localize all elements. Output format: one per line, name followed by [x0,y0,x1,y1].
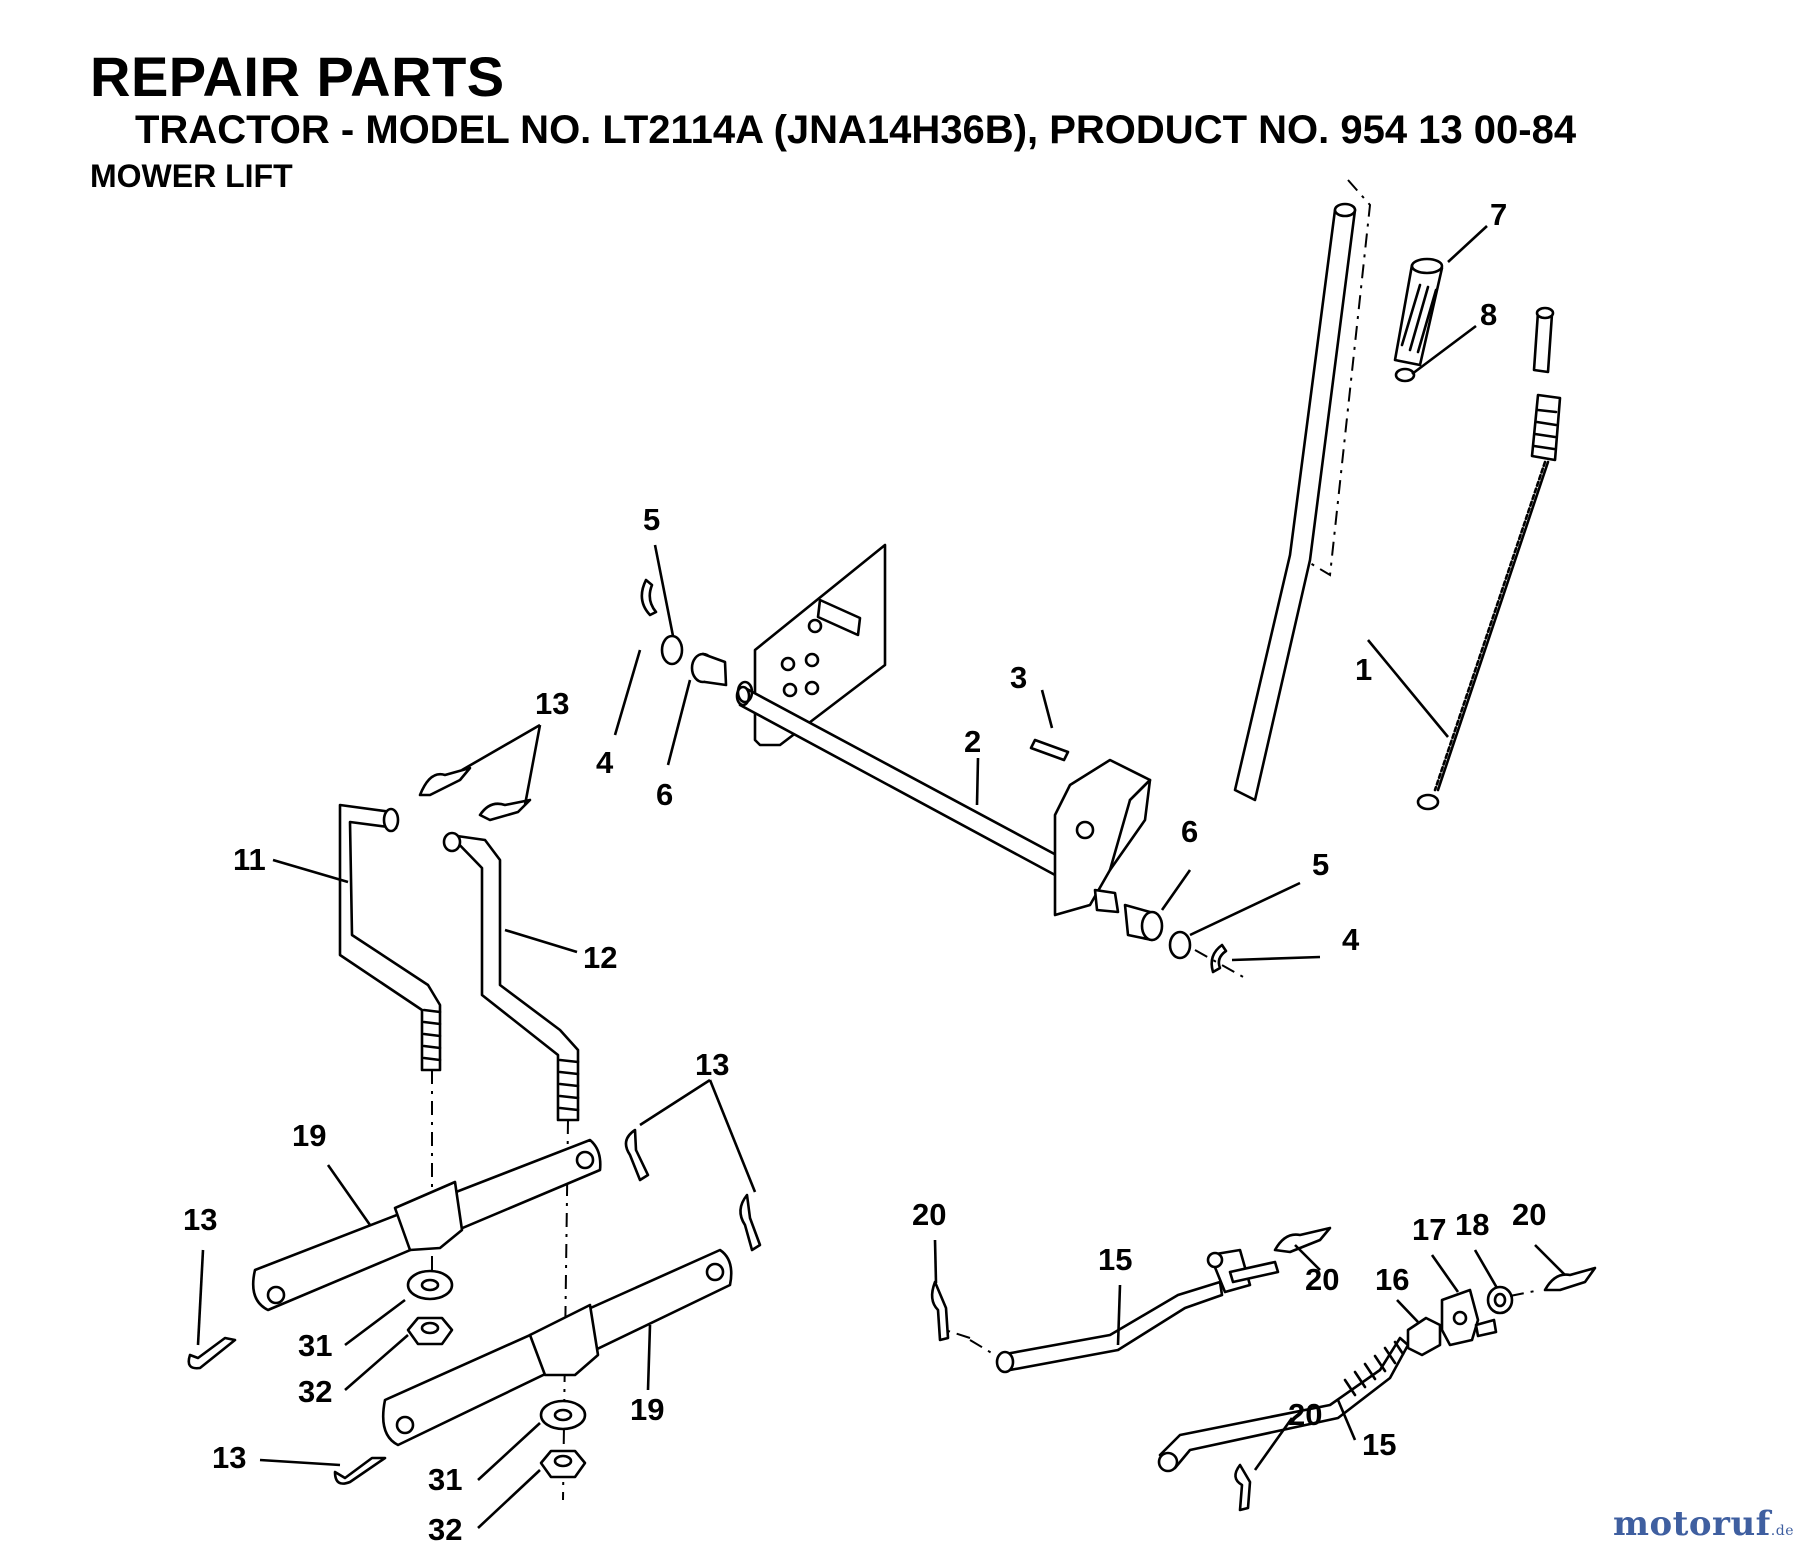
callout-31-upper: 31 [298,1328,332,1363]
hairpin-clips-20 [930,1226,1597,1512]
callout-12: 12 [583,940,617,975]
callout-13-left: 13 [183,1202,217,1237]
roll-pin [1029,738,1070,762]
handle-grip [1393,257,1444,367]
callout-5-right: 5 [1312,847,1329,882]
callout-15-lower: 15 [1362,1427,1396,1462]
lift-arm-lower [381,1248,733,1447]
page-title: REPAIR PARTS [90,45,505,108]
right-hardware [1093,888,1246,979]
callout-8: 8 [1480,297,1497,332]
callout-20-left: 20 [912,1197,946,1232]
callout-6-right: 6 [1181,814,1198,849]
lift-shaft [735,685,1077,884]
callout-20-mid: 20 [1305,1262,1339,1297]
callout-2: 2 [964,724,981,759]
trunnion-assembly [1406,1285,1541,1357]
callout-32-upper: 32 [298,1374,332,1409]
callout-13-bottom: 13 [212,1440,246,1475]
hairpin-clips [187,766,762,1485]
callout-31-lower: 31 [428,1462,462,1497]
watermark-tld: .de [1770,1523,1794,1539]
mounting-plate [753,543,887,747]
callout-16: 16 [1375,1262,1409,1297]
callout-13-right: 13 [695,1047,729,1082]
callout-4-left: 4 [596,745,614,780]
callout-13-top: 13 [535,686,569,721]
callout-15-upper: 15 [1098,1242,1132,1277]
washers-nuts-lower [539,1399,587,1479]
grip-nut [1394,367,1416,383]
callout-4-right: 4 [1342,922,1360,957]
callout-20-lower: 20 [1288,1397,1322,1432]
callout-18: 18 [1455,1207,1489,1242]
callout-32-lower: 32 [428,1512,462,1547]
leader-lines [196,225,1566,1529]
lift-arm-upper [251,1138,602,1312]
lift-link-12 [442,831,580,1122]
callout-11: 11 [233,842,266,877]
handle-pivot-bracket [1053,758,1152,917]
watermark-logo: motoruf.de [1613,1504,1794,1544]
callout-3: 3 [1010,660,1027,695]
callout-20-right: 20 [1512,1197,1546,1232]
watermark-brand: motoruf [1613,1504,1771,1544]
callout-17: 17 [1412,1212,1446,1247]
callout-6-left: 6 [656,777,673,812]
callout-7: 7 [1490,197,1507,232]
adjust-rod-upper [969,1248,1280,1374]
callout-1: 1 [1355,652,1372,687]
handle-phantom-outline [1304,179,1372,577]
washers-nuts-upper [406,1269,454,1346]
callout-19-lower: 19 [630,1392,664,1427]
page-subtitle: TRACTOR - MODEL NO. LT2114A (JNA14H36B),… [135,108,1577,152]
callout-5-left: 5 [643,502,660,537]
callout-19-upper: 19 [292,1118,326,1153]
lift-handle [1233,202,1357,802]
lift-cable [1416,306,1562,811]
lift-link-11 [338,803,442,1072]
left-hardware [640,578,754,704]
section-title: MOWER LIFT [90,158,293,194]
